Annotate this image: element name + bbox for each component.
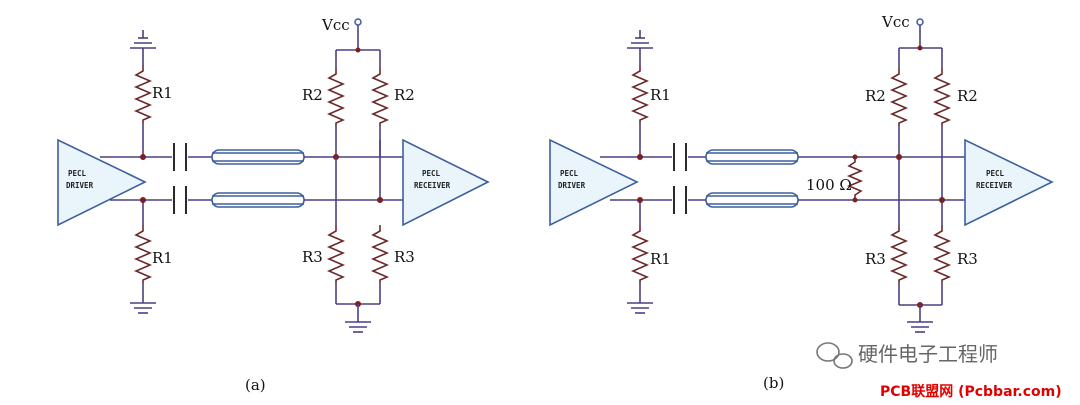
r1-top-label-a: R1 xyxy=(152,84,173,102)
caption-a: (a) xyxy=(245,376,266,394)
wechat-icon xyxy=(816,342,853,369)
driver-label-b2: DRIVER xyxy=(558,181,586,190)
circuit-a: PECL DRIVER R1 R1 Vcc xyxy=(57,16,490,394)
r3-left-label-b: R3 xyxy=(865,250,886,268)
driver-label-a1: PECL xyxy=(68,169,87,178)
r2-left-label-a: R2 xyxy=(302,86,323,104)
receiver-label-b2: RECEIVER xyxy=(976,181,1013,190)
r2-right-label-a: R2 xyxy=(394,86,415,104)
r3-right-label-b: R3 xyxy=(957,250,978,268)
circuit-b: PECL DRIVER R1 R1 100 Ω xyxy=(549,13,1054,392)
driver-label-b1: PECL xyxy=(560,169,579,178)
caption-b: (b) xyxy=(763,374,784,392)
r1-bottom-label-a: R1 xyxy=(152,249,173,267)
receiver-label-a2: RECEIVER xyxy=(414,181,451,190)
pecl-driver-a xyxy=(57,138,147,227)
r3-right-label-a: R3 xyxy=(394,248,415,266)
watermark-site: PCB联盟网 (Pcbbar.com) xyxy=(880,384,1062,400)
r3-left-label-a: R3 xyxy=(302,248,323,266)
r1-bottom-label-b: R1 xyxy=(650,250,671,268)
r1-top-label-b: R1 xyxy=(650,86,671,104)
term-resistor-label: 100 Ω xyxy=(806,176,852,194)
pecl-receiver-b xyxy=(964,138,1054,227)
watermark: 硬件电子工程师 PCB联盟网 (Pcbbar.com) xyxy=(816,342,1062,400)
vcc-label-b: Vcc xyxy=(881,13,910,31)
r2-left-label-b: R2 xyxy=(865,87,886,105)
vcc-label-a: Vcc xyxy=(321,16,350,34)
driver-label-a2: DRIVER xyxy=(66,181,94,190)
receiver-label-b1: PECL xyxy=(986,169,1005,178)
r2-right-label-b: R2 xyxy=(957,87,978,105)
pecl-driver-b xyxy=(549,138,639,227)
watermark-account: 硬件电子工程师 xyxy=(858,342,998,366)
receiver-label-a1: PECL xyxy=(422,169,441,178)
pecl-receiver-a xyxy=(402,138,490,227)
